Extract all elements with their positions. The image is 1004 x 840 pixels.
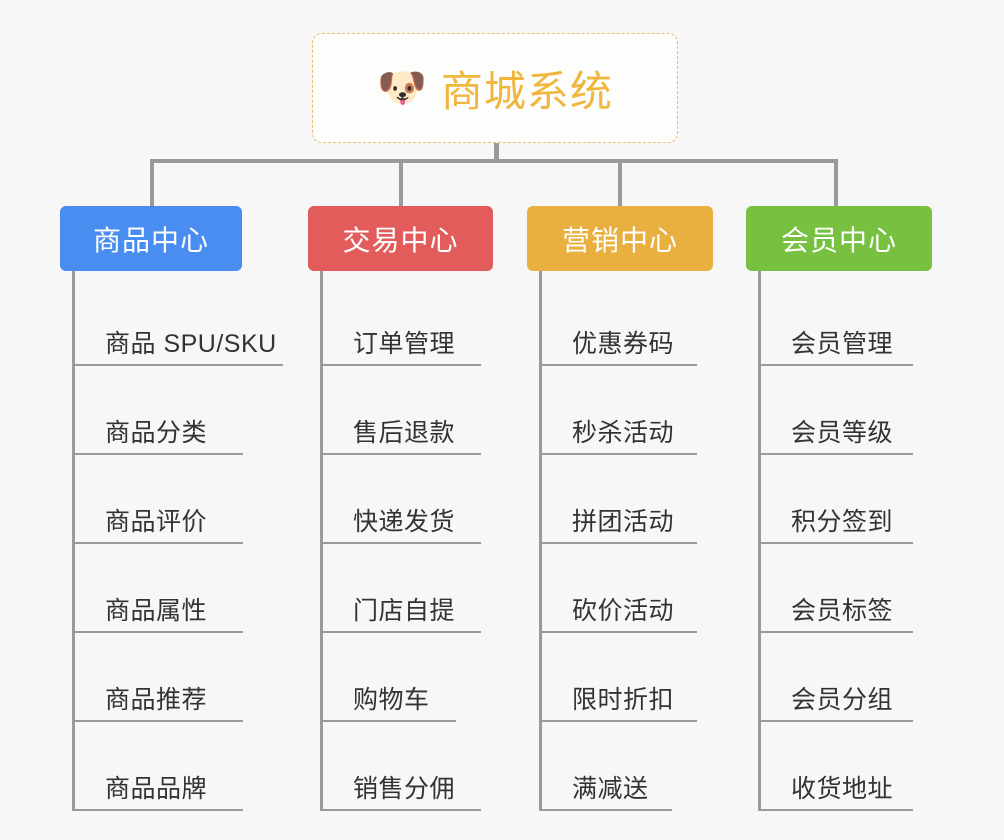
leaf-item-label: 商品评价 xyxy=(105,508,208,536)
leaf-item-label: 砍价活动 xyxy=(572,597,675,625)
leaf-item-label: 门店自提 xyxy=(353,597,456,625)
leaf-item[interactable]: 快递发货 xyxy=(323,455,481,544)
leaf-item-label: 商品推荐 xyxy=(105,686,208,714)
leaf-item-label: 会员标签 xyxy=(791,597,894,625)
leaf-item[interactable]: 砍价活动 xyxy=(542,544,697,633)
leaf-item-label: 会员等级 xyxy=(791,419,894,447)
branch-header-1[interactable]: 商品中心 xyxy=(60,206,242,271)
connector-drop-1 xyxy=(150,159,154,207)
leaf-item-label: 优惠券码 xyxy=(572,330,675,358)
leaf-item-label: 限时折扣 xyxy=(572,686,675,714)
leaf-item-label: 购物车 xyxy=(353,686,430,714)
leaf-item-label: 快递发货 xyxy=(353,508,456,536)
leaf-item-label: 订单管理 xyxy=(353,330,456,358)
leaf-item[interactable]: 限时折扣 xyxy=(542,633,697,722)
leaf-item-label: 积分签到 xyxy=(791,508,894,536)
leaf-item[interactable]: 会员标签 xyxy=(761,544,913,633)
leaf-item[interactable]: 秒杀活动 xyxy=(542,366,697,455)
branch-header-label: 交易中心 xyxy=(342,224,459,256)
leaf-item-label: 满减送 xyxy=(572,775,649,803)
branch-column-1: 商品中心 商品 SPU/SKU 商品分类 商品评价 商品属性 商品推荐 商品品牌 xyxy=(60,206,283,811)
leaf-item[interactable]: 商品评价 xyxy=(75,455,243,544)
connector-drop-3 xyxy=(618,159,622,207)
leaf-item[interactable]: 优惠券码 xyxy=(542,277,697,366)
leaf-item[interactable]: 满减送 xyxy=(542,722,672,811)
leaf-item-label: 售后退款 xyxy=(353,419,456,447)
branch-column-2: 交易中心 订单管理 售后退款 快递发货 门店自提 购物车 销售分佣 xyxy=(308,206,493,811)
branch-header-4[interactable]: 会员中心 xyxy=(746,206,932,271)
shiba-dog-face-icon: 🐶 xyxy=(377,66,427,110)
leaf-item-label: 会员分组 xyxy=(791,686,894,714)
leaf-item[interactable]: 拼团活动 xyxy=(542,455,697,544)
leaf-item[interactable]: 售后退款 xyxy=(323,366,481,455)
leaf-item[interactable]: 商品分类 xyxy=(75,366,243,455)
leaf-item[interactable]: 会员等级 xyxy=(761,366,913,455)
branch-header-2[interactable]: 交易中心 xyxy=(308,206,493,271)
branch-header-label: 营销中心 xyxy=(561,224,678,256)
branch-header-label: 商品中心 xyxy=(92,224,209,256)
leaf-stack-1: 商品 SPU/SKU 商品分类 商品评价 商品属性 商品推荐 商品品牌 xyxy=(72,271,283,811)
leaf-item[interactable]: 会员管理 xyxy=(761,277,913,366)
leaf-item[interactable]: 商品 SPU/SKU xyxy=(75,277,283,366)
root-node[interactable]: 🐶 商城系统 xyxy=(312,33,678,143)
connector-horizontal-bus xyxy=(150,159,838,163)
leaf-item[interactable]: 销售分佣 xyxy=(323,722,481,811)
leaf-item[interactable]: 收货地址 xyxy=(761,722,913,811)
connector-drop-4 xyxy=(834,159,838,207)
leaf-item-label: 拼团活动 xyxy=(572,508,675,536)
leaf-item-label: 商品属性 xyxy=(105,597,208,625)
leaf-item-label: 销售分佣 xyxy=(353,775,456,803)
leaf-item[interactable]: 购物车 xyxy=(323,633,456,722)
leaf-item-label: 会员管理 xyxy=(791,330,894,358)
leaf-item-label: 商品 SPU/SKU xyxy=(105,330,277,358)
branch-header-label: 会员中心 xyxy=(780,224,897,256)
leaf-item[interactable]: 门店自提 xyxy=(323,544,481,633)
branch-column-3: 营销中心 优惠券码 秒杀活动 拼团活动 砍价活动 限时折扣 满减送 xyxy=(527,206,713,811)
leaf-item[interactable]: 会员分组 xyxy=(761,633,913,722)
leaf-item[interactable]: 商品推荐 xyxy=(75,633,243,722)
branch-column-4: 会员中心 会员管理 会员等级 积分签到 会员标签 会员分组 收货地址 xyxy=(746,206,932,811)
connector-drop-2 xyxy=(399,159,403,207)
leaf-item-label: 秒杀活动 xyxy=(572,419,675,447)
connector-root-stem xyxy=(494,143,499,163)
leaf-item[interactable]: 商品品牌 xyxy=(75,722,243,811)
leaf-item-label: 商品品牌 xyxy=(105,775,208,803)
leaf-stack-4: 会员管理 会员等级 积分签到 会员标签 会员分组 收货地址 xyxy=(758,271,932,811)
leaf-item[interactable]: 订单管理 xyxy=(323,277,481,366)
leaf-stack-2: 订单管理 售后退款 快递发货 门店自提 购物车 销售分佣 xyxy=(320,271,493,811)
leaf-item-label: 收货地址 xyxy=(791,775,894,803)
branch-header-3[interactable]: 营销中心 xyxy=(527,206,713,271)
leaf-stack-3: 优惠券码 秒杀活动 拼团活动 砍价活动 限时折扣 满减送 xyxy=(539,271,713,811)
leaf-item-label: 商品分类 xyxy=(105,419,208,447)
leaf-item[interactable]: 积分签到 xyxy=(761,455,913,544)
leaf-item[interactable]: 商品属性 xyxy=(75,544,243,633)
root-node-label: 商城系统 xyxy=(440,67,613,115)
